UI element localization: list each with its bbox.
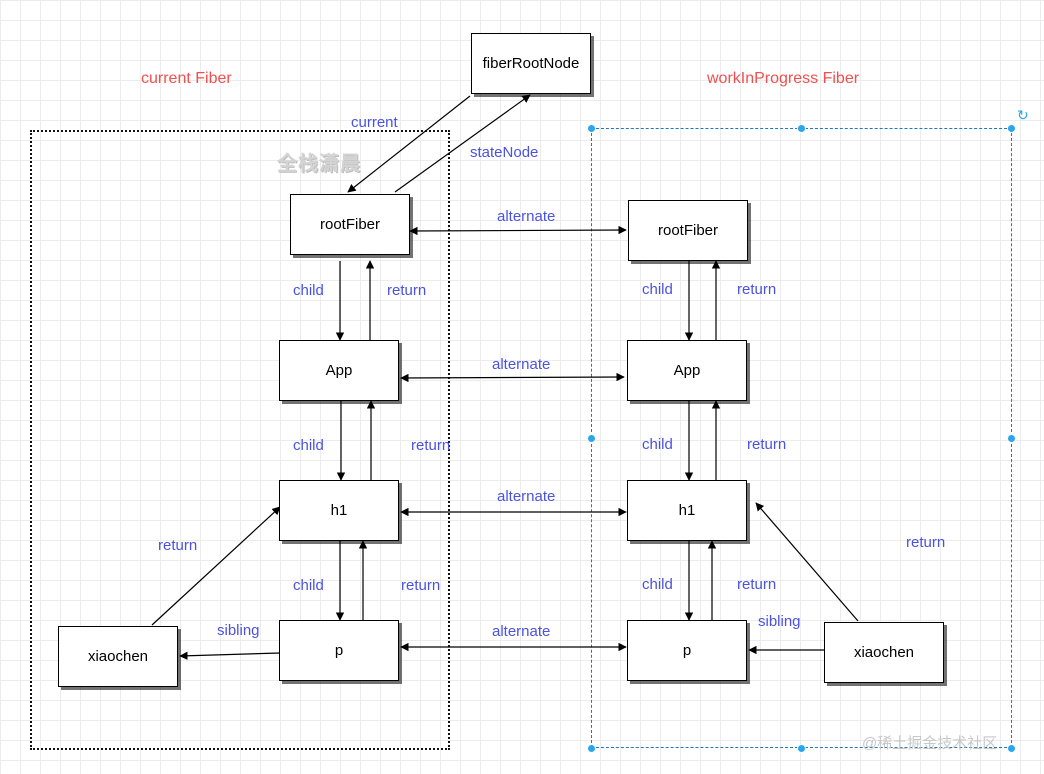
- node-wip-rootfiber[interactable]: rootFiber: [628, 200, 748, 261]
- label-cur-return-3: return: [401, 577, 441, 594]
- label-cur-child-3: child: [293, 577, 324, 594]
- node-current-xiaochen[interactable]: xiaochen: [58, 626, 178, 687]
- author-watermark: 全栈潇晨: [277, 153, 361, 175]
- label-wip-child-2: child: [642, 436, 673, 453]
- node-wip-app[interactable]: App: [627, 340, 747, 401]
- edge-alternate-rootfiber: [409, 225, 627, 236]
- label-alternate-h1: alternate: [497, 488, 556, 505]
- label-wip-child-3: child: [642, 576, 673, 593]
- label-cur-child-1: child: [293, 282, 324, 299]
- node-current-app[interactable]: App: [279, 340, 399, 401]
- footer-watermark: @稀土掘金技术社区: [862, 735, 998, 752]
- label-alternate-p: alternate: [492, 623, 551, 640]
- selection-handle-tm[interactable]: [797, 124, 806, 133]
- label-wip-return-2: return: [747, 436, 787, 453]
- edge-alternate-app: [400, 372, 625, 383]
- selection-handle-mr[interactable]: [1007, 434, 1016, 443]
- selection-handle-tr[interactable]: [1007, 124, 1016, 133]
- current-fiber-title: current Fiber: [141, 70, 232, 87]
- edge-current: [347, 95, 471, 193]
- node-current-rootfiber[interactable]: rootFiber: [290, 194, 410, 255]
- label-current: current: [351, 114, 398, 131]
- wip-fiber-title: workInProgress Fiber: [707, 70, 860, 87]
- label-alternate-app: alternate: [492, 356, 551, 373]
- edge-cur-sibling: [179, 651, 281, 660]
- selection-handle-bl[interactable]: [587, 744, 596, 753]
- label-wip-return-3: return: [737, 576, 777, 593]
- node-wip-p[interactable]: p: [627, 620, 747, 681]
- node-current-h1[interactable]: h1: [279, 480, 399, 541]
- edge-statenode: [394, 94, 531, 193]
- current-fiber-group: [30, 130, 450, 750]
- node-current-p[interactable]: p: [279, 620, 399, 681]
- label-cur-return-1: return: [387, 282, 427, 299]
- edge-wip-return-x: [755, 502, 859, 622]
- edge-cur-return-x: [151, 506, 281, 626]
- label-wip-sibling: sibling: [758, 613, 801, 630]
- label-wip-return-1: return: [737, 281, 777, 298]
- label-cur-return-2: return: [411, 437, 451, 454]
- node-wip-xiaochen[interactable]: xiaochen: [824, 622, 944, 683]
- label-wip-return-x: return: [906, 534, 946, 551]
- rotate-icon[interactable]: ↻: [1017, 107, 1029, 123]
- node-fiber-root-node[interactable]: fiberRootNode: [471, 33, 591, 94]
- selection-handle-ml[interactable]: [587, 434, 596, 443]
- label-alternate-rootfiber: alternate: [497, 208, 556, 225]
- label-cur-child-2: child: [293, 437, 324, 454]
- selection-handle-tl[interactable]: [587, 124, 596, 133]
- node-wip-h1[interactable]: h1: [627, 480, 747, 541]
- label-cur-sibling: sibling: [217, 622, 260, 639]
- selection-handle-br[interactable]: [1007, 744, 1016, 753]
- label-statenode: stateNode: [470, 144, 539, 161]
- label-cur-return-x: return: [158, 537, 198, 554]
- label-wip-child-1: child: [642, 281, 673, 298]
- selection-handle-bm[interactable]: [797, 744, 806, 753]
